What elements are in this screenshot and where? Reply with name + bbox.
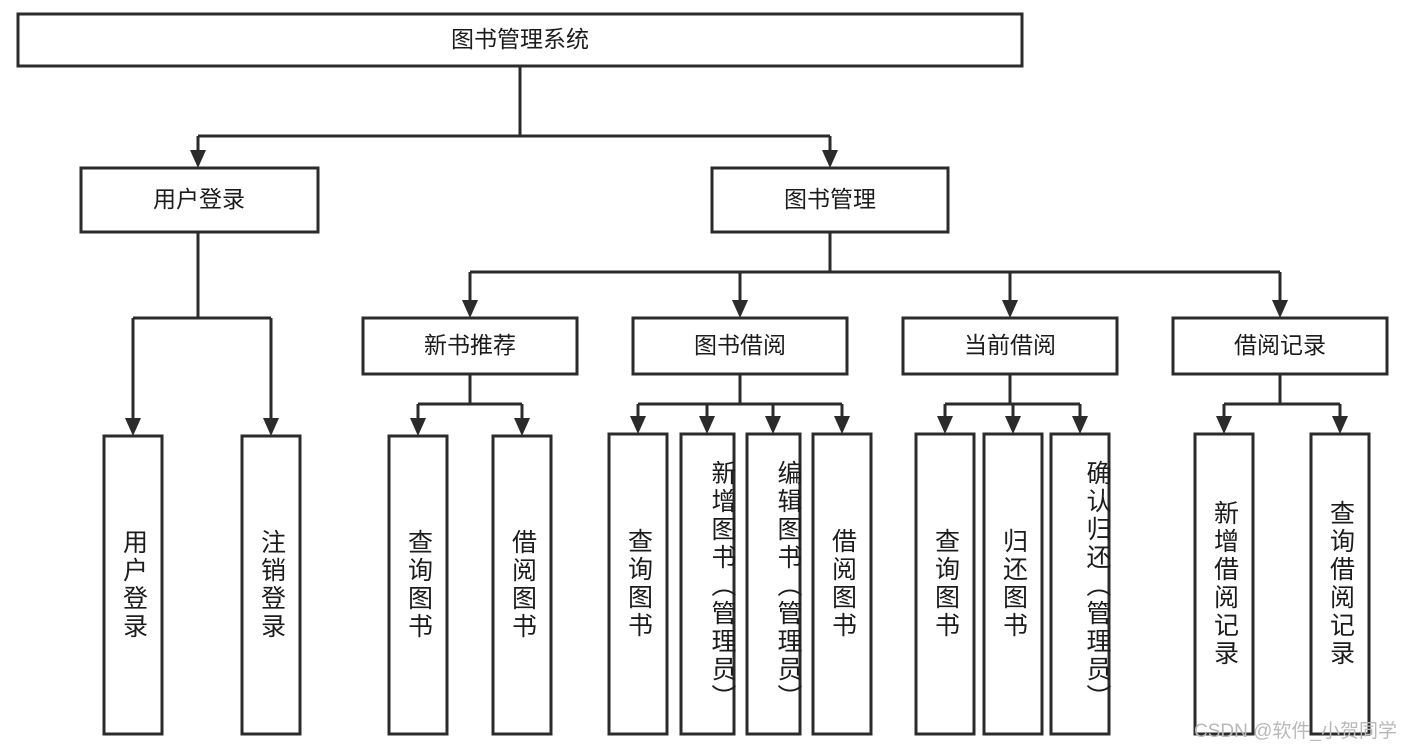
arrowhead-cb-leaf2 — [1005, 416, 1021, 434]
connector-group-user-login — [125, 232, 279, 436]
node-leaf-cb-3-box[interactable] — [1049, 432, 1111, 736]
node-leaf-cb-1-box[interactable] — [914, 432, 976, 736]
watermark-text: CSDN @软件_小贺同学 — [1194, 721, 1397, 742]
connector-group-borrow-record — [1216, 374, 1348, 434]
node-leaf-cb-2-box[interactable] — [982, 432, 1044, 736]
connector-group-book-borrow — [630, 374, 850, 434]
arrowhead-cb-leaf1 — [937, 416, 953, 434]
connector-group-new-book — [410, 374, 530, 436]
node-leaf-bb-2-box[interactable] — [679, 432, 736, 736]
arrowhead-br-leaf2 — [1332, 416, 1348, 434]
connector-group-book-manage — [462, 232, 1288, 318]
arrowhead-ul-leaf1 — [125, 418, 141, 436]
node-book-manage-box[interactable] — [710, 166, 950, 234]
node-user-login-label: 用户登录 — [153, 186, 245, 212]
arrowhead-bb-leaf3 — [765, 416, 781, 434]
node-root-box[interactable] — [16, 12, 1024, 68]
node-leaf-ul-1-box[interactable] — [102, 434, 164, 736]
arrowhead-l3-4 — [1272, 300, 1288, 318]
node-leaf-bb-1-box[interactable] — [607, 432, 669, 736]
node-leaf-bb-4-box[interactable] — [811, 432, 873, 736]
arrowhead-nb-leaf2 — [514, 418, 530, 436]
arrowhead-nb-leaf1 — [410, 418, 426, 436]
node-leaf-br-2-box[interactable] — [1309, 432, 1371, 736]
arrowhead-ul-leaf2 — [263, 418, 279, 436]
arrowhead-book-manage — [822, 150, 838, 168]
arrowhead-bb-leaf4 — [834, 416, 850, 434]
node-current-borrow-box[interactable] — [901, 316, 1119, 376]
node-borrow-record-label: 借阅记录 — [1234, 332, 1326, 358]
arrowhead-l3-2 — [732, 300, 748, 318]
arrowhead-user-login — [190, 150, 206, 168]
node-leaf-ul-2-box[interactable] — [240, 434, 302, 736]
node-leaf-br-1-box[interactable] — [1193, 432, 1255, 736]
connector-group-root — [190, 66, 838, 168]
node-book-manage-label: 图书管理 — [784, 186, 876, 212]
node-leaf-bb-3-box[interactable] — [745, 432, 802, 736]
node-root-label: 图书管理系统 — [451, 26, 589, 52]
node-user-login-box[interactable] — [79, 166, 320, 234]
node-book-borrow-label: 图书借阅 — [694, 332, 786, 358]
node-leaf-nb-1-box[interactable] — [387, 434, 449, 736]
connector-group-current-borrow — [937, 374, 1088, 434]
arrowhead-bb-leaf2 — [699, 416, 715, 434]
arrowhead-cb-leaf3 — [1072, 416, 1088, 434]
arrowhead-l3-3 — [1002, 300, 1018, 318]
arrowhead-l3-1 — [462, 300, 478, 318]
arrowhead-bb-leaf1 — [630, 416, 646, 434]
node-current-borrow-label: 当前借阅 — [964, 332, 1056, 358]
arrowhead-br-leaf1 — [1216, 416, 1232, 434]
node-book-borrow-box[interactable] — [631, 316, 849, 376]
node-new-book-label: 新书推荐 — [424, 332, 516, 358]
node-leaf-nb-2-box[interactable] — [491, 434, 553, 736]
node-borrow-record-box[interactable] — [1171, 316, 1389, 376]
node-new-book-box[interactable] — [361, 316, 579, 376]
